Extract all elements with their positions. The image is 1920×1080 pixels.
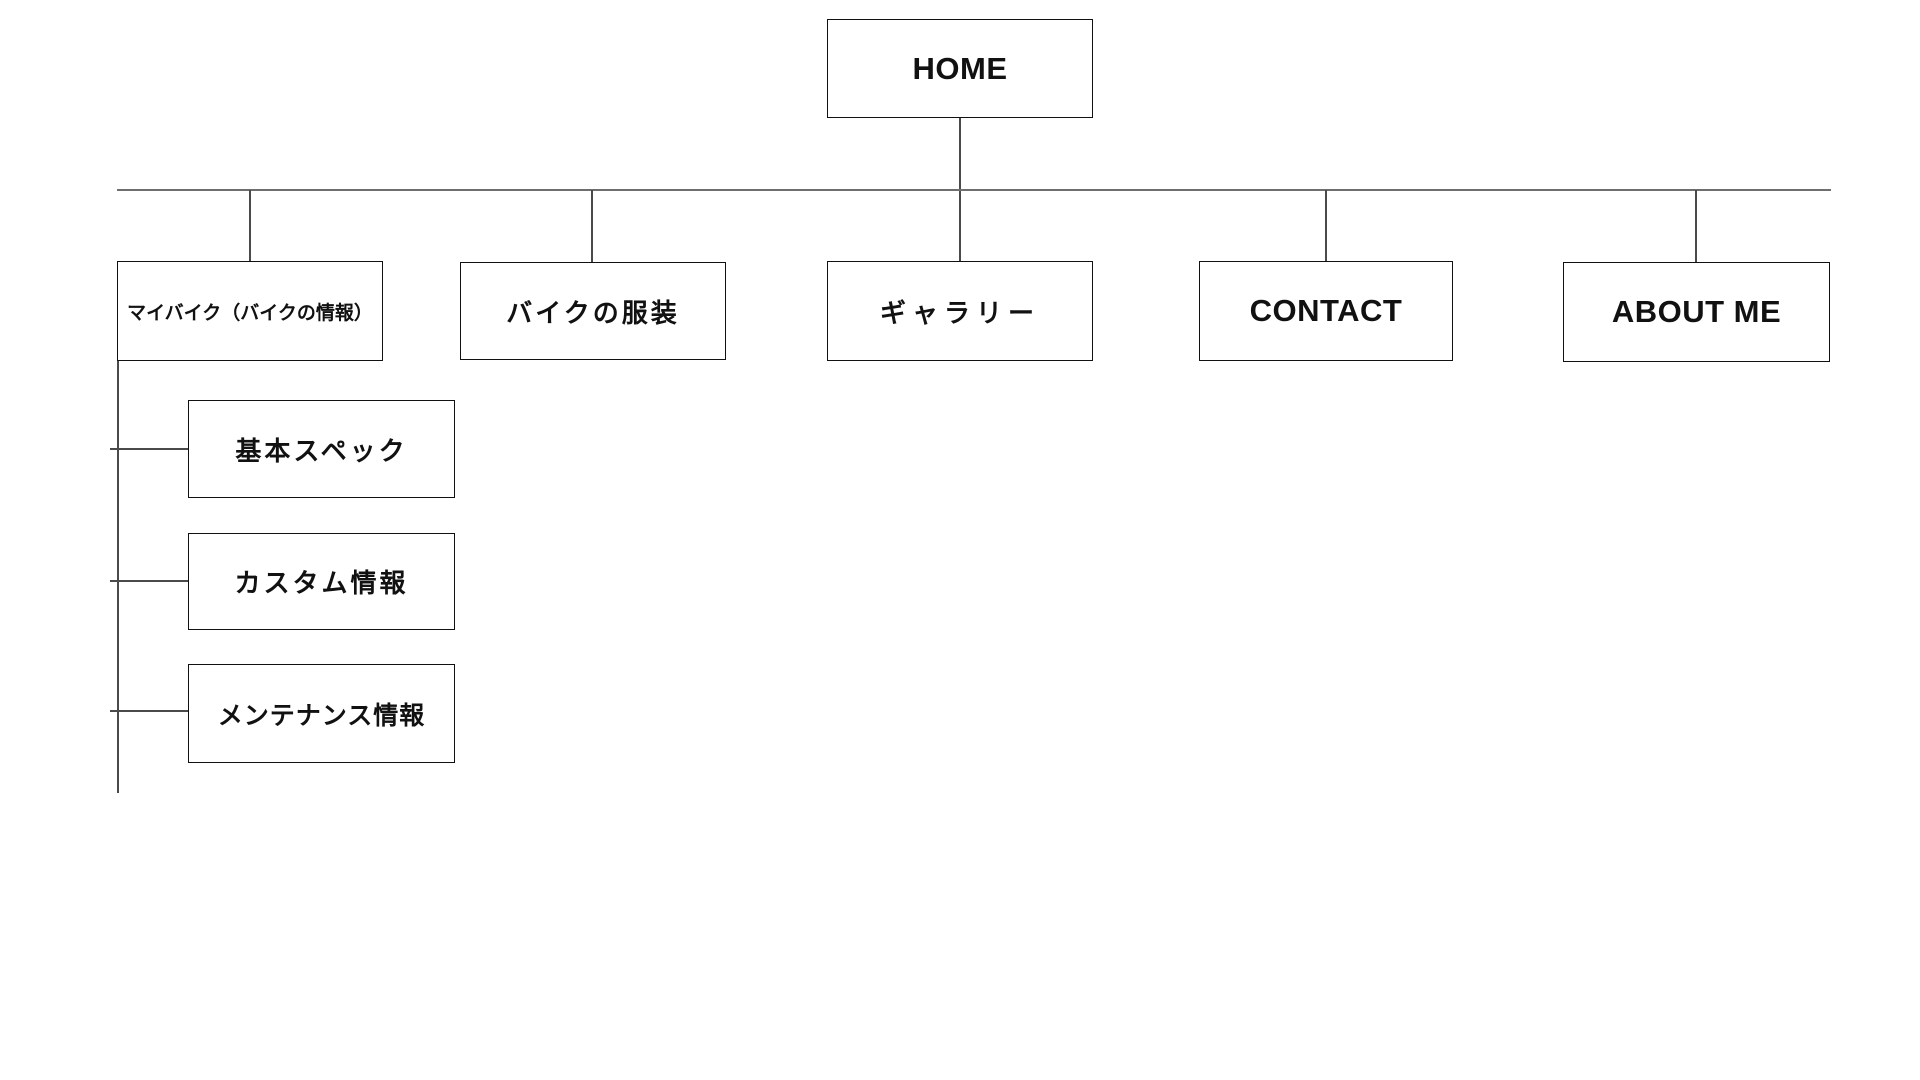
node-contact: CONTACT [1199,261,1453,361]
node-mybike: マイバイク（バイクの情報） [117,261,383,361]
node-gallery: ギャラリー [827,261,1093,361]
node-bike-clothing: バイクの服装 [460,262,726,360]
node-contact-label: CONTACT [1249,293,1403,328]
node-home: HOME [827,19,1093,118]
node-gallery-label: ギャラリー [879,297,1040,328]
connector-tick-spec [110,448,188,450]
connector-drop-mybike [249,190,251,262]
connector-tick-custom [110,580,188,582]
node-maintenance-info: メンテナンス情報 [188,664,455,763]
node-custom-info-label: カスタム情報 [234,568,409,598]
node-bike-clothing-label: バイクの服装 [506,297,680,328]
connector-drop-aboutme [1695,190,1697,263]
connector-drop-contact [1325,190,1327,262]
node-mybike-label: マイバイク（バイクの情報） [127,302,373,324]
connector-tick-maintenance [110,710,188,712]
connector-mybike-subtree-spine [117,361,119,793]
node-about-me: ABOUT ME [1563,262,1830,362]
node-maintenance-info-label: メンテナンス情報 [217,701,426,730]
node-custom-info: カスタム情報 [188,533,455,630]
node-basic-spec: 基本スペック [188,400,455,498]
node-home-label: HOME [912,50,1008,86]
connector-level2-horizontal-bus [117,189,1831,191]
connector-drop-clothing [591,190,593,263]
node-about-me-label: ABOUT ME [1611,294,1782,329]
node-basic-spec-label: 基本スペック [235,435,408,466]
